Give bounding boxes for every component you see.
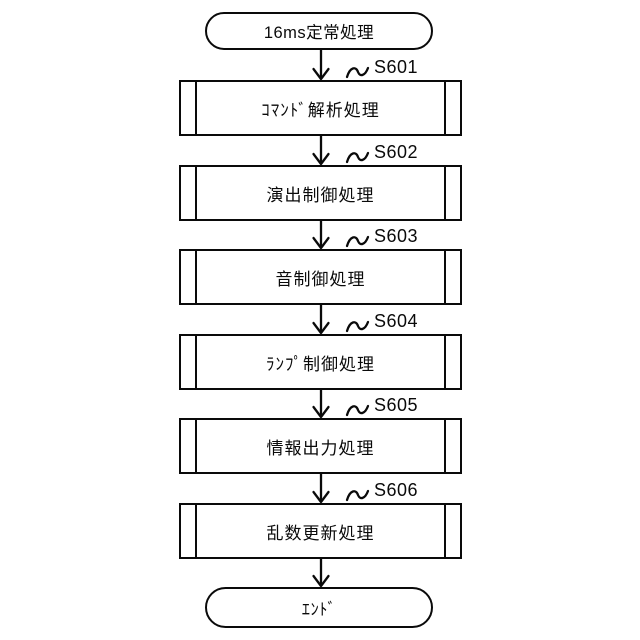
process-box-label: 情報出力処理 (266, 438, 375, 458)
flow-arrow (312, 302, 330, 335)
terminal-start: 16ms定常処理 (205, 12, 433, 50)
squiggle-mark (345, 235, 370, 248)
process-box-s602: 演出制御処理 (179, 165, 462, 221)
terminal-end-label: ｴﾝﾄﾞ (301, 600, 337, 619)
process-box-s604: ﾗﾝﾌﾟ制御処理 (179, 334, 462, 390)
process-box-label: ｺﾏﾝﾄﾞ解析処理 (261, 100, 380, 120)
terminal-start-label: 16ms定常処理 (263, 24, 375, 42)
flow-arrow (312, 218, 330, 250)
step-id-s602: S602 (374, 142, 419, 162)
step-id-s601: S601 (374, 57, 419, 77)
process-box-label: ﾗﾝﾌﾟ制御処理 (266, 354, 375, 374)
process-box-label: 演出制御処理 (266, 185, 375, 205)
process-box-s606: 乱数更新処理 (179, 503, 462, 559)
step-id-s606: S606 (374, 480, 419, 500)
step-id-s603: S603 (374, 226, 419, 246)
step-id-s604: S604 (374, 311, 419, 331)
squiggle-mark (345, 320, 370, 333)
process-box-s603: 音制御処理 (179, 249, 462, 305)
process-box-label: 乱数更新処理 (266, 523, 375, 543)
process-box-label: 音制御処理 (275, 269, 366, 289)
process-box-s605: 情報出力処理 (179, 418, 462, 474)
flow-arrow (312, 387, 330, 419)
flow-arrow (312, 471, 330, 504)
process-box-s601: ｺﾏﾝﾄﾞ解析処理 (179, 80, 462, 136)
squiggle-mark (345, 489, 370, 502)
flow-arrow (312, 556, 330, 588)
flow-arrow (312, 133, 330, 166)
terminal-end: ｴﾝﾄﾞ (205, 587, 433, 628)
squiggle-mark (345, 151, 370, 164)
step-id-s605: S605 (374, 395, 419, 415)
squiggle-mark (345, 66, 370, 79)
squiggle-mark (345, 404, 370, 417)
flow-arrow (312, 48, 330, 81)
